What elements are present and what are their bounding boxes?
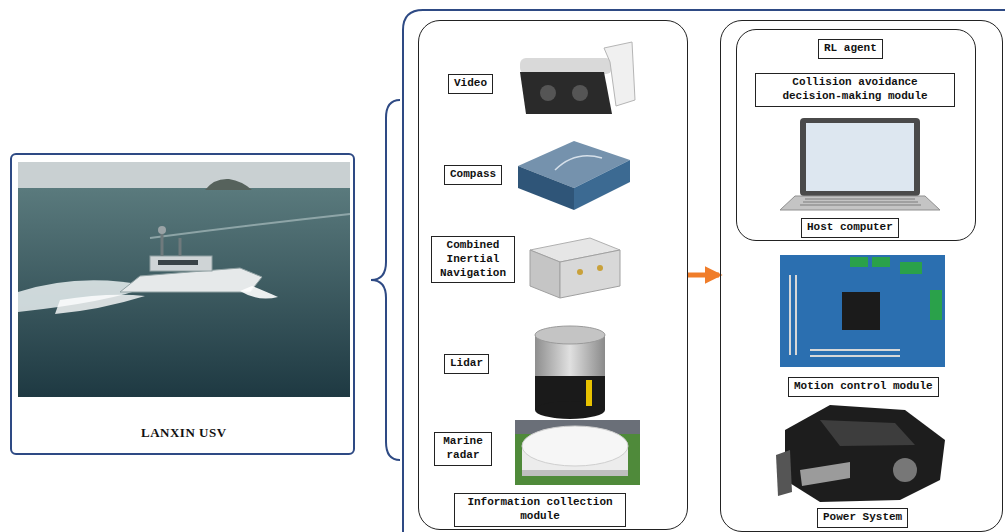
island (205, 179, 252, 190)
boat-cabin (150, 256, 212, 271)
radar-dome (522, 426, 628, 466)
compass-side (574, 160, 630, 210)
boat-sensor (158, 226, 166, 234)
radar-ground (515, 420, 640, 485)
outer-frame (403, 10, 1005, 532)
camera-body (520, 72, 612, 114)
camera-lens (540, 85, 556, 101)
compass-front (518, 166, 574, 210)
engine-cover (820, 420, 915, 446)
boat-mast (179, 238, 182, 256)
agent-label: RL agent (818, 39, 883, 59)
lidar-picture (535, 326, 605, 419)
camera-bracket (604, 42, 635, 106)
sea (18, 188, 350, 397)
laptop-keys (800, 199, 921, 205)
engine-drive (776, 450, 792, 496)
camera-housing (520, 58, 612, 74)
lidar-base (535, 401, 605, 419)
host-panel: RL agentCollision avoidance decision-mak… (736, 29, 976, 241)
laptop-picture (780, 118, 940, 210)
compass-picture (518, 141, 630, 210)
ins-side (560, 250, 620, 298)
boat-window (158, 260, 198, 265)
inertial-navigation-picture (530, 238, 620, 298)
device-label: Host computer (801, 218, 899, 238)
sensor-label: Lidar (444, 354, 489, 374)
control-board-picture (780, 255, 945, 367)
board-terminal (930, 290, 942, 320)
bow-spray (240, 286, 278, 299)
sensor-label: Video (448, 74, 493, 94)
board-terminal (872, 257, 890, 267)
radar-picture (515, 420, 640, 485)
board-terminal (900, 262, 922, 274)
vessel-name: LANXIN USV (138, 424, 230, 442)
board-pcb (780, 255, 945, 367)
compass-mark (555, 156, 602, 170)
flow-arrow (688, 273, 719, 278)
radar-rim (522, 470, 628, 476)
ins-connector (577, 269, 583, 275)
boat-hull (120, 268, 262, 292)
module-panel: VideoCompassCombined Inertial Navigation… (418, 20, 688, 530)
module-label: Power System (817, 508, 908, 528)
wake-trail (150, 214, 350, 238)
laptop-base (780, 196, 940, 210)
laptop-screen (806, 123, 914, 191)
engine-picture (776, 405, 945, 502)
lidar-stripe (586, 380, 592, 406)
camera-lens (572, 85, 588, 101)
usv-panel: LANXIN USV (10, 153, 355, 455)
wake (55, 295, 145, 314)
module-label: Collision avoidance decision-making modu… (755, 73, 955, 107)
sensor-label: Marine radar (434, 432, 492, 466)
board-chip (842, 292, 880, 330)
module-panel: RL agentCollision avoidance decision-mak… (720, 20, 1003, 532)
engine-pulley (893, 458, 917, 482)
board-pins (790, 275, 900, 356)
engine-body (785, 405, 945, 502)
curly-brace (371, 100, 400, 460)
sensor-label: Combined Inertial Navigation (431, 236, 515, 283)
sky (18, 162, 350, 190)
camera-picture (520, 42, 635, 114)
ins-connector (597, 265, 603, 271)
lidar-top (535, 326, 605, 344)
usv-photo (18, 162, 350, 397)
module-label: Motion control module (788, 377, 939, 397)
laptop-screen-frame (800, 118, 920, 196)
board-terminal (850, 257, 868, 267)
ins-front (530, 250, 560, 298)
engine-part (800, 462, 850, 486)
module-label: Information collection module (454, 493, 626, 527)
sensor-label: Compass (444, 165, 502, 185)
